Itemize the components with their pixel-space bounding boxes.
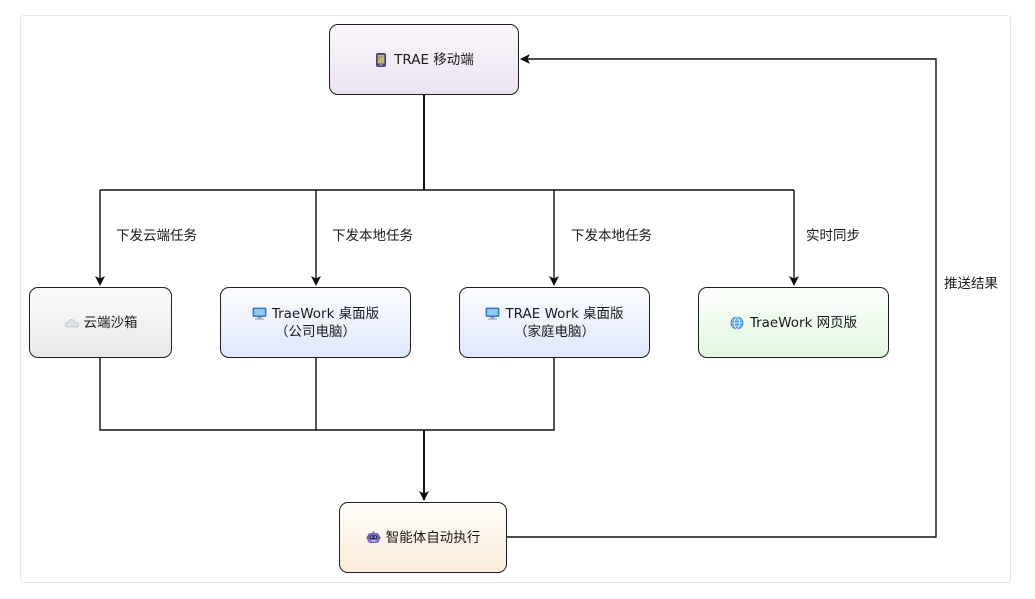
node-trae-work-desktop-home: TRAE Work 桌面版 （家庭电脑） [459,287,650,358]
phone-icon [374,52,388,67]
node-sublabel: （家庭电脑） [514,323,595,340]
node-label: 云端沙箱 [83,314,138,331]
node-traework-web: TraeWork 网页版 [698,287,889,358]
edge-label-push-back: 推送结果 [944,276,998,292]
node-agent-auto-execute: 智能体自动执行 [339,502,507,573]
edge-label-to-desktop-company: 下发本地任务 [332,228,413,244]
edge-label-to-web: 实时同步 [806,228,860,244]
node-label: TraeWork 网页版 [749,314,858,331]
connector-desktop-home-merge [424,358,555,431]
edge-label-to-cloud: 下发云端任务 [116,228,197,244]
node-label: TRAE Work 桌面版 [505,305,624,322]
node-label: 智能体自动执行 [385,529,481,546]
computer-icon [485,307,500,321]
node-traework-desktop-company: TraeWork 桌面版 （公司电脑） [220,287,411,358]
cloud-icon [64,316,79,330]
node-trae-mobile: TRAE 移动端 [329,24,519,95]
node-cloud-sandbox: 云端沙箱 [29,287,172,358]
robot-icon [366,530,381,545]
computer-icon [252,307,267,321]
node-label: TRAE 移动端 [394,51,474,68]
node-label: TraeWork 桌面版 [271,305,380,322]
arrow-push-result [507,54,937,538]
globe-icon [730,316,744,330]
connector-cloud-merge [99,358,424,431]
node-sublabel: （公司电脑） [275,323,356,340]
edge-label-to-desktop-home: 下发本地任务 [571,228,652,244]
